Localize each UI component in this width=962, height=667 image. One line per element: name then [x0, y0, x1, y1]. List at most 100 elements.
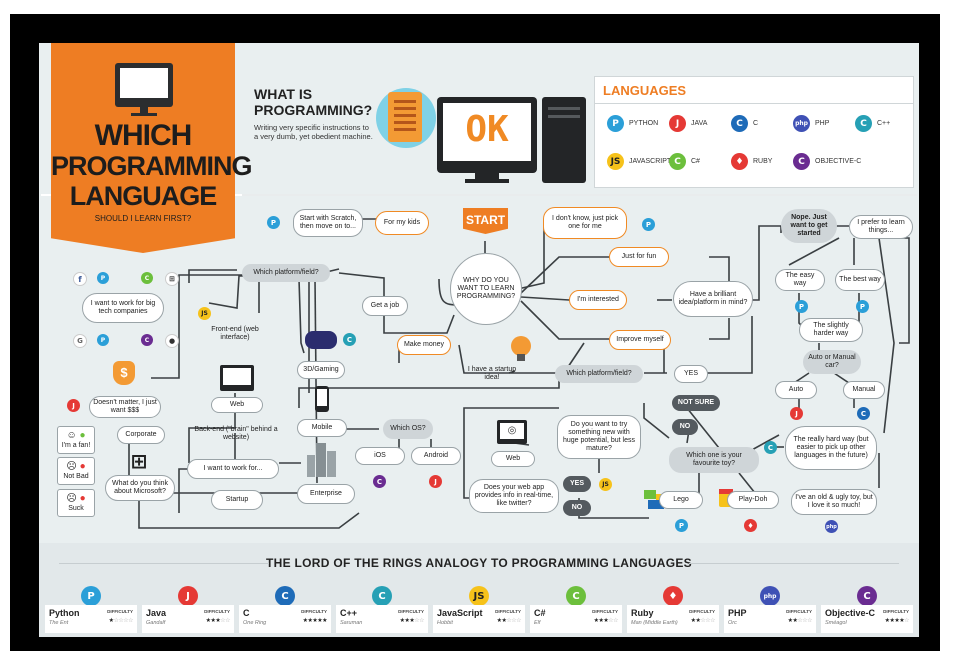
cpp-icon: C: [855, 115, 872, 132]
language-name: OBJECTIVE-C: [815, 158, 862, 165]
lotr-language-icon: P: [81, 586, 101, 606]
just-for-fun-node: Just for fun: [609, 247, 669, 267]
csharp-icon: C: [141, 272, 153, 284]
difficulty-stars: ★★★☆☆: [205, 617, 231, 624]
lightbulb-icon: [511, 336, 531, 361]
lotr-language-icon: php: [760, 586, 780, 606]
c-icon: C: [857, 407, 870, 420]
not-sure-node: NOT SURE: [672, 395, 720, 411]
php-icon: php: [793, 115, 810, 132]
difficulty-label: DIFFICULTY: [883, 609, 909, 614]
easy-way-node: The easy way: [775, 269, 825, 291]
title-line-1: WHICH: [94, 119, 193, 152]
scroll-document-icon: [376, 88, 436, 148]
want-to-work-for-node: I want to work for...: [187, 459, 279, 479]
lotr-language-name: Java: [146, 608, 167, 618]
make-money-node: Make money: [397, 335, 451, 355]
language-item: J JAVA: [669, 115, 707, 132]
apple-icon: ●: [165, 334, 179, 348]
gamepad-icon: [305, 331, 337, 349]
difficulty-label: DIFFICULTY: [398, 609, 424, 614]
enterprise-node: Enterprise: [297, 484, 355, 504]
city-buildings-icon: [307, 443, 337, 477]
language-name: C#: [691, 158, 700, 165]
why-learn-node: WHY DO YOU WANT TO LEARN PROGRAMMING?: [450, 253, 522, 325]
no-node: NO: [672, 419, 698, 435]
which-os-node: Which OS?: [383, 419, 433, 439]
lotr-language-name: JavaScript: [437, 608, 483, 618]
difficulty-label: DIFFICULTY: [204, 609, 230, 614]
difficulty-label: DIFFICULTY: [107, 609, 133, 614]
nope-node: Nope. Just want to get started: [781, 209, 837, 243]
google-icon: G: [73, 334, 87, 348]
lotr-language-name: C: [243, 608, 250, 618]
yes-answer-node: YES: [563, 476, 591, 492]
microsoft-node: What do you think about Microsoft?: [105, 475, 175, 501]
difficulty-stars: ★★★★☆: [884, 617, 910, 624]
back-end-label: Back-end ("brain" behind a website): [194, 426, 278, 442]
globe-monitor-icon: ◎: [497, 420, 527, 444]
javascript-icon: JS: [607, 153, 624, 170]
lotr-heading: THE LORD OF THE RINGS ANALOGY TO PROGRAM…: [266, 556, 692, 570]
python-icon: P: [795, 300, 808, 313]
lotr-character: Sméagol: [825, 620, 847, 626]
ruby-icon: ♦: [731, 153, 748, 170]
realtime-node: Does your web app provides info in real-…: [469, 479, 559, 513]
what-heading-2: PROGRAMMING?: [254, 102, 373, 118]
prefer-node: I prefer to learn things...: [849, 215, 913, 239]
start-node: START: [463, 208, 508, 234]
difficulty-stars: ★★☆☆☆: [787, 617, 813, 624]
lotr-language-icon: J: [178, 586, 198, 606]
python-icon: P: [97, 334, 109, 346]
objective-c-icon: C: [373, 475, 386, 488]
difficulty-stars: ★☆☆☆☆: [108, 617, 134, 624]
lotr-character: Gandalf: [146, 620, 166, 626]
interested-node: I'm interested: [569, 290, 627, 310]
auto-node: Auto: [775, 381, 817, 399]
java-icon: J: [790, 407, 803, 420]
mobile-node: Mobile: [297, 419, 347, 437]
difficulty-label: DIFFICULTY: [301, 609, 327, 614]
language-name: JAVASCRIPT: [629, 158, 672, 165]
python-icon: P: [607, 115, 624, 132]
startup-idea-label: I have a startup idea!: [467, 366, 517, 382]
manual-node: Manual: [843, 381, 885, 399]
fan-node: ☺ ●I'm a fan!: [57, 426, 95, 454]
lotr-character: The Ent: [49, 620, 69, 626]
ruby-icon: ♦: [744, 519, 757, 532]
javascript-icon: JS: [198, 307, 211, 320]
windows-icon: ⊞: [165, 272, 179, 286]
title-line-2: PROGRAMMING: [51, 151, 253, 181]
lotr-language-icon: C: [372, 586, 392, 606]
csharp-icon: C: [669, 153, 686, 170]
cpp-icon: C: [764, 441, 777, 454]
java-icon: J: [669, 115, 686, 132]
android-node: Android: [411, 447, 461, 465]
mobile-phone-icon: [315, 386, 329, 412]
gaming-node: 3D/Gaming: [297, 361, 345, 379]
lotr-character: Saruman: [340, 620, 363, 626]
corporate-node: Corporate: [117, 426, 165, 444]
what-heading-1: WHAT IS: [254, 86, 313, 102]
difficulty-stars: ★★★☆☆: [399, 617, 425, 624]
improve-myself-node: Improve myself: [609, 330, 671, 350]
language-name: JAVA: [691, 120, 708, 127]
difficulty-stars: ★★☆☆☆: [496, 617, 522, 624]
python-icon: P: [642, 218, 655, 231]
title-subtitle: SHOULD I LEARN FIRST?: [94, 214, 192, 223]
web-node-right: Web: [491, 451, 535, 467]
play-doh-node: Play-Doh: [727, 491, 779, 509]
javascript-icon: JS: [599, 478, 612, 491]
language-name: RUBY: [753, 158, 773, 165]
c-icon: C: [731, 115, 748, 132]
no-answer-node: NO: [563, 500, 591, 516]
